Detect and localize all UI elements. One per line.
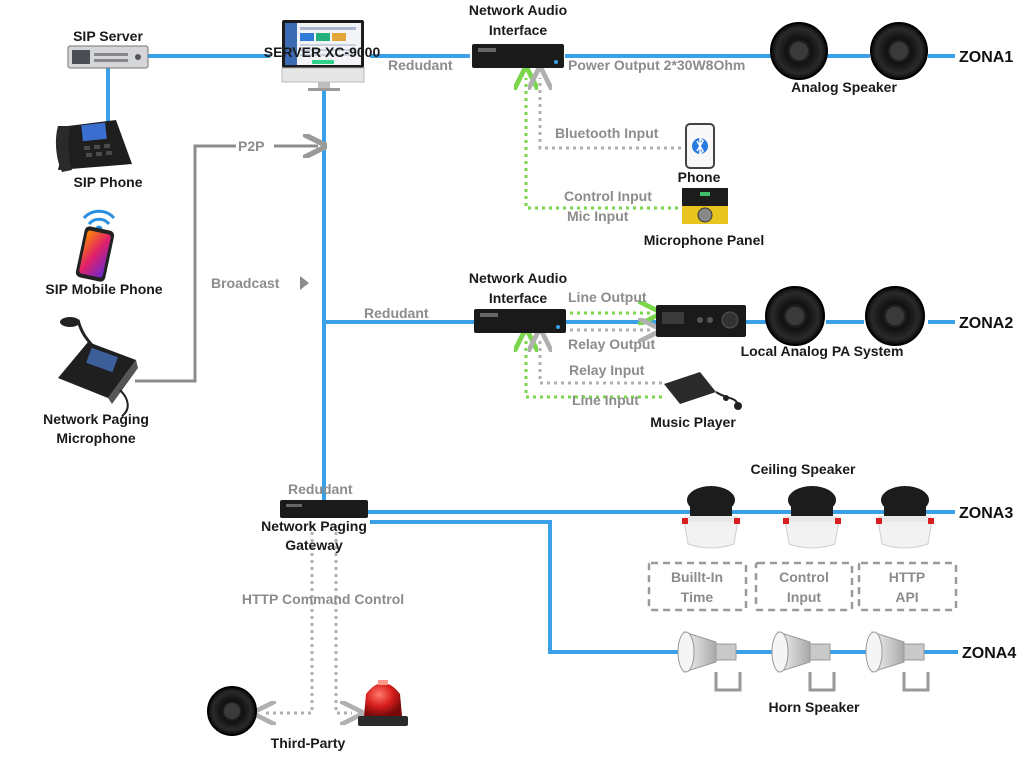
horn-speaker-icon (677, 631, 742, 692)
ceiling-speaker-icon (876, 486, 934, 549)
horn-speaker-label: Horn Speaker (768, 699, 860, 715)
http-command-label: HTTP Command Control (242, 591, 404, 607)
power-output-label: Power Output 2*30W8Ohm (568, 57, 745, 73)
phone-label: Phone (678, 169, 721, 185)
ceiling-speaker-label: Ceiling Speaker (750, 461, 856, 477)
mic-panel-label: Microphone Panel (644, 232, 765, 248)
desk-phone-icon (55, 120, 132, 172)
local-pa-label: Local Analog PA System (741, 343, 904, 359)
green-links (526, 78, 692, 399)
ceiling-speaker-icon (783, 486, 841, 549)
zone1-label: ZONA1 (959, 49, 1013, 66)
horn-speaker-icon (865, 631, 930, 692)
paging-mic-icon (58, 317, 138, 417)
monitor-icon (281, 20, 365, 91)
server-label: SERVER XC-9000 (264, 44, 381, 60)
builtin-time-label: Buillt-In (671, 569, 723, 585)
line-input-label: Line Input (572, 392, 639, 408)
control-input-box-label-2: Input (787, 589, 822, 605)
mic-input-label: Mic Input (567, 208, 629, 224)
broadcast-arrow-icon (300, 276, 309, 290)
horn-speaker-icon (771, 631, 836, 692)
pa-amplifier-icon (656, 305, 746, 337)
music-player-icon (664, 372, 742, 410)
nai2-label: Network Audio (469, 270, 567, 286)
redundant-label-1: Redudant (388, 57, 453, 73)
p2p-label: P2P (238, 138, 264, 154)
line-output-label: Line Output (568, 289, 647, 305)
broadcast-label: Broadcast (211, 275, 280, 291)
warning-beacon-icon (358, 680, 408, 726)
zone4-label: ZONA4 (962, 645, 1016, 662)
mic-panel-icon (682, 188, 728, 224)
sip-mobile-label: SIP Mobile Phone (45, 281, 162, 297)
mobile-phone-icon (75, 226, 115, 282)
p2p-broadcast-line (135, 146, 318, 383)
relay-output-label: Relay Output (568, 336, 655, 352)
paging-mic-label-2: Microphone (56, 430, 136, 446)
zone2-label: ZONA2 (959, 315, 1013, 332)
speaker-icon (865, 286, 925, 346)
server-rack-icon (67, 45, 149, 69)
gateway-icon (280, 500, 368, 518)
speaker-icon (207, 686, 257, 736)
gateway-label-2: Gateway (285, 537, 343, 553)
third-party-label: Third-Party (271, 735, 346, 751)
bluetooth-icon (685, 123, 715, 169)
speaker-icon (870, 22, 928, 80)
nai1-label-2: Interface (489, 22, 548, 38)
redundant-label-2: Redudant (364, 305, 429, 321)
nai2-label-2: Interface (489, 290, 548, 306)
ceiling-speaker-icon (682, 486, 740, 549)
speaker-icon (770, 22, 828, 80)
amplifier-icon (472, 44, 564, 68)
sip-server-label: SIP Server (73, 28, 143, 44)
feature-boxes (647, 561, 958, 612)
gateway-label: Network Paging (261, 518, 367, 534)
http-api-label: HTTP (889, 569, 926, 585)
control-input-box-label: Control (779, 569, 829, 585)
control-input-label: Control Input (564, 188, 652, 204)
nai1-label: Network Audio (469, 2, 567, 18)
relay-input-label: Relay Input (569, 362, 645, 378)
speaker-icon (765, 286, 825, 346)
builtin-time-label-2: Time (681, 589, 714, 605)
amplifier-icon (474, 309, 566, 333)
sip-phone-label: SIP Phone (74, 174, 143, 190)
paging-mic-label: Network Paging (43, 411, 149, 427)
zone3-label: ZONA3 (959, 505, 1013, 522)
gray-links (264, 78, 688, 713)
redundant-label-3: Redudant (288, 481, 353, 497)
analog-speaker-label: Analog Speaker (791, 79, 897, 95)
bluetooth-input-label: Bluetooth Input (555, 125, 659, 141)
music-player-label: Music Player (650, 414, 736, 430)
http-api-label-2: API (895, 589, 918, 605)
